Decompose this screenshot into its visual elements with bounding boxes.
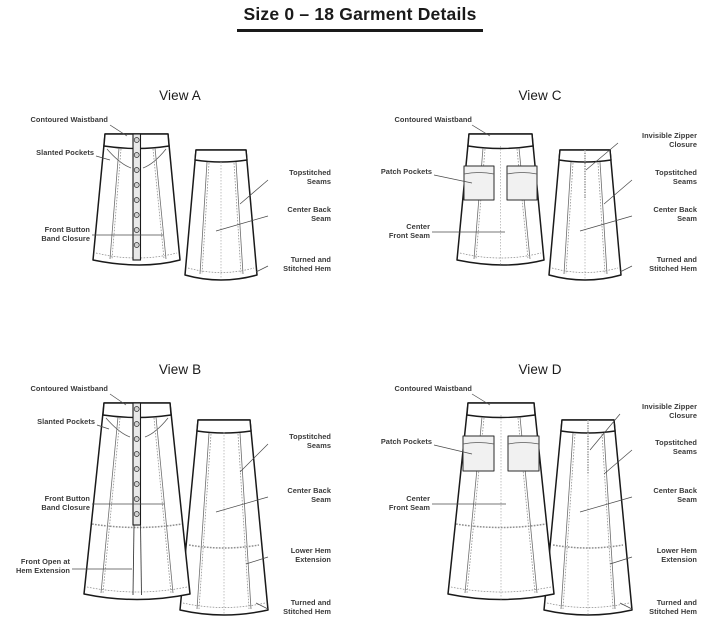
leader-hem-c — [619, 265, 633, 273]
label-patch-pockets-c: Patch Pockets — [381, 167, 432, 176]
label-contoured-waistband-a: Contoured Waistband — [31, 115, 109, 124]
label-centerback-a-1: Center Back — [287, 205, 332, 214]
label-centerfront-c-2: Front Seam — [389, 231, 431, 240]
leader-pockets-b — [96, 424, 110, 430]
leader-zipper-d — [589, 413, 621, 451]
leader-waistband-d — [471, 393, 491, 406]
page-title: Size 0 – 18 Garment Details — [237, 0, 483, 33]
label-front-button-band-b-2: Band Closure — [41, 503, 90, 512]
label-hem-a-1: Turned and — [291, 255, 332, 264]
leader-hem-a — [255, 265, 269, 273]
view-c-heading: View C — [518, 88, 562, 103]
leader-waistband-b — [109, 393, 127, 406]
leader-topstitched-c — [603, 179, 633, 205]
label-centerback-a-2: Seam — [311, 214, 331, 223]
leader-hem-d — [619, 602, 633, 610]
label-hemext-d-1: Lower Hem — [657, 546, 698, 555]
skirt-front-b — [83, 402, 191, 601]
label-hem-c-1: Turned and — [657, 255, 698, 264]
label-front-button-band-b-1: Front Button — [45, 494, 91, 503]
label-topstitched-a-1: Topstitched — [289, 168, 331, 177]
label-front-open-b-1: Front Open at — [21, 557, 71, 566]
label-topstitched-d-2: Seams — [673, 447, 697, 456]
label-centerfront-d-1: Center — [406, 494, 430, 503]
view-a-illustration: Contoured Waistband Slanted Pockets Fron… — [31, 115, 332, 281]
label-hem-c-2: Stitched Hem — [649, 264, 697, 273]
skirt-front-d — [447, 402, 555, 601]
leader-centerback-b — [215, 496, 269, 513]
label-hem-b-1: Turned and — [291, 598, 332, 607]
view-panel-b: View B — [0, 362, 360, 630]
skirt-back-d — [543, 419, 633, 616]
label-topstitched-b-1: Topstitched — [289, 432, 331, 441]
label-zipper-d-2: Closure — [669, 411, 697, 420]
button-row-a — [133, 137, 140, 248]
leader-topstitched-b — [239, 443, 269, 473]
label-patch-pockets-d: Patch Pockets — [381, 437, 432, 446]
label-hem-a-2: Stitched Hem — [283, 264, 331, 273]
label-front-button-band-a-1: Front Button — [45, 225, 91, 234]
label-hemext-b-2: Extension — [295, 555, 331, 564]
view-b-illustration: Contoured Waistband Slanted Pockets Fron… — [16, 384, 332, 616]
label-centerback-b-1: Center Back — [287, 486, 332, 495]
label-topstitched-b-2: Seams — [307, 441, 331, 450]
leader-patch-pockets-c — [433, 174, 473, 184]
label-zipper-d-1: Invisible Zipper — [642, 402, 697, 411]
label-centerfront-d-2: Front Seam — [389, 503, 431, 512]
view-c-illustration: Contoured Waistband Patch Pockets Center… — [381, 115, 698, 281]
leader-topstitched-a — [239, 179, 269, 205]
label-front-open-b-2: Hem Extension — [16, 566, 70, 575]
title-container: Size 0 – 18 Garment Details — [0, 0, 720, 33]
label-topstitched-d-1: Topstitched — [655, 438, 697, 447]
leader-topstitched-d — [603, 449, 633, 475]
label-contoured-waistband-c: Contoured Waistband — [395, 115, 473, 124]
skirt-front-c — [456, 133, 545, 266]
leader-waistband-a — [109, 124, 128, 137]
label-centerback-c-1: Center Back — [653, 205, 698, 214]
label-front-button-band-a-2: Band Closure — [41, 234, 90, 243]
view-panel-d: View D — [360, 362, 720, 630]
leader-hemext-b — [245, 556, 269, 565]
label-topstitched-c-1: Topstitched — [655, 168, 697, 177]
label-centerback-d-2: Seam — [677, 495, 697, 504]
label-centerfront-c-1: Center — [406, 222, 430, 231]
leader-centerback-c — [579, 215, 633, 232]
view-d-heading: View D — [518, 362, 562, 377]
leader-hem-b — [255, 602, 269, 610]
label-hem-b-2: Stitched Hem — [283, 607, 331, 616]
view-panel-c: View C — [360, 88, 720, 303]
view-d-illustration: Contoured Waistband Patch Pockets Center… — [381, 384, 698, 616]
leader-pockets-a — [95, 155, 111, 161]
label-hemext-b-1: Lower Hem — [291, 546, 332, 555]
view-panel-a: View A — [0, 88, 360, 303]
view-b-heading: View B — [158, 362, 202, 377]
label-hem-d-1: Turned and — [657, 598, 698, 607]
skirt-back-b — [179, 419, 269, 616]
label-hemext-d-2: Extension — [661, 555, 697, 564]
label-contoured-waistband-d: Contoured Waistband — [395, 384, 473, 393]
skirt-front-a — [92, 133, 181, 266]
label-centerback-d-1: Center Back — [653, 486, 698, 495]
label-slanted-pockets-b: Slanted Pockets — [37, 417, 95, 426]
leader-waistband-c — [471, 124, 491, 137]
button-row-b — [133, 406, 140, 517]
leader-centerback-d — [579, 496, 633, 513]
label-hem-d-2: Stitched Hem — [649, 607, 697, 616]
label-topstitched-a-2: Seams — [307, 177, 331, 186]
leader-centerback-a — [215, 215, 269, 232]
label-topstitched-c-2: Seams — [673, 177, 697, 186]
label-zipper-c-1: Invisible Zipper — [642, 131, 697, 140]
label-centerback-b-2: Seam — [311, 495, 331, 504]
label-slanted-pockets-a: Slanted Pockets — [36, 148, 94, 157]
skirt-back-a — [184, 149, 258, 281]
leader-patch-pockets-d — [433, 444, 473, 455]
leader-hemext-d — [609, 556, 633, 565]
label-zipper-c-2: Closure — [669, 140, 697, 149]
leader-zipper-c — [585, 142, 619, 171]
label-contoured-waistband-b: Contoured Waistband — [31, 384, 109, 393]
label-centerback-c-2: Seam — [677, 214, 697, 223]
view-a-heading: View A — [159, 88, 201, 103]
skirt-back-c — [548, 149, 622, 281]
